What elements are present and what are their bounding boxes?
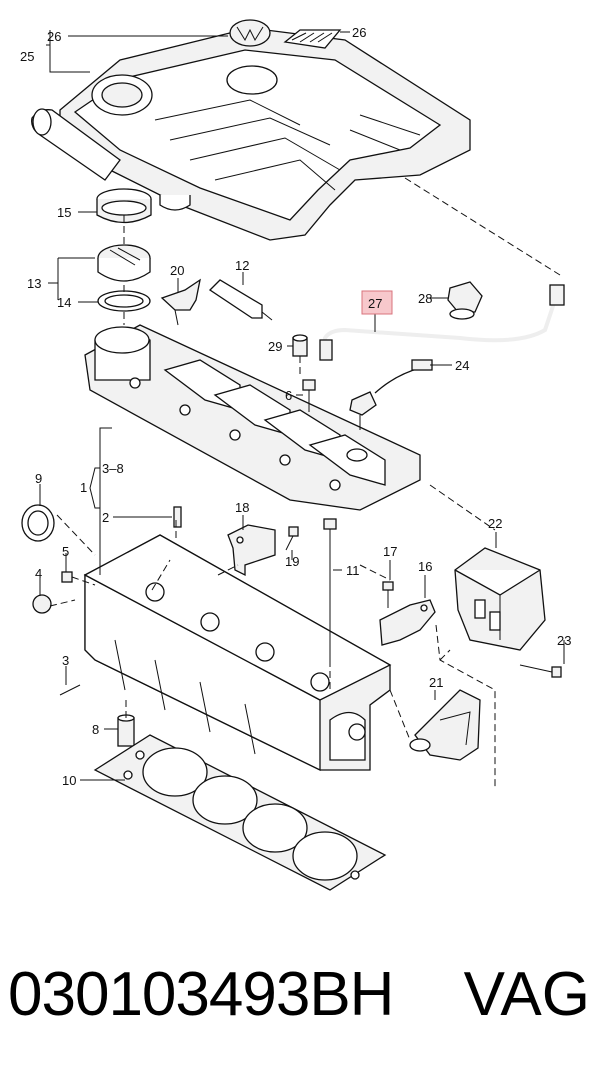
callout-21: 21 [429,675,443,690]
callout-15: 15 [57,205,71,220]
sensor-24 [349,359,433,430]
oil-seal-9 [21,504,55,542]
callout-8: 8 [92,722,99,737]
callout-3: 3 [62,653,69,668]
oil-filler-neck [96,188,152,224]
engine-cover [31,27,471,241]
oil-filler-cap [97,244,151,282]
callout-27-highlight [361,290,393,315]
callout-labels: 25 26 26 15 13 14 20 12 27 28 29 24 6 3–… [20,25,571,788]
bolt-19 [285,526,299,551]
callout-17: 17 [383,544,397,559]
cylinder-head [83,534,392,772]
stud-3 [59,684,81,696]
callout-24: 24 [455,358,469,373]
bracket-16 [379,599,436,646]
bolt-23 [519,664,562,678]
bushing-8 [117,714,135,747]
callout-26-left: 26 [47,29,61,44]
callout-22: 22 [488,516,502,531]
callout-4: 4 [35,566,42,581]
sealant-tube [208,279,273,321]
callout-5: 5 [62,544,69,559]
callout-6: 6 [285,388,292,403]
callout-11: 11 [346,563,360,578]
part-number: 030103493BH [8,960,394,1029]
callout-3-8: 3–8 [102,461,124,476]
bolt-6 [302,379,316,412]
bracket-18 [227,524,276,577]
emblem-round [229,19,271,47]
callout-2: 2 [102,510,109,525]
emblem-lettering [283,29,342,49]
callout-10: 10 [62,773,76,788]
callout-12: 12 [235,258,249,273]
head-gasket [93,734,387,891]
exploded-parts-diagram: 25 26 26 15 13 14 20 12 27 28 29 24 6 3–… [20,19,571,891]
valve-28 [447,281,483,320]
head-bolt-11 [323,518,337,660]
callout-19: 19 [285,554,299,569]
callout-26-right: 26 [352,25,366,40]
callout-25: 25 [20,49,34,64]
bolt-17 [382,581,394,608]
cap-seal [97,290,151,312]
callout-18: 18 [235,500,249,515]
ignition-coil-22 [454,547,546,651]
breather-hose-27 [319,284,565,361]
dowel-pin-2 [173,506,182,528]
sleeve-5 [61,571,73,583]
assembly-lines [49,177,561,790]
plug-4 [32,594,52,614]
bracket-21 [409,689,481,761]
callout-29: 29 [268,339,282,354]
callout-16: 16 [418,559,432,574]
callout-14: 14 [57,295,71,310]
callout-1: 1 [80,480,87,495]
callout-27: 27 [368,296,382,311]
callout-9: 9 [35,471,42,486]
callout-13: 13 [27,276,41,291]
clip-20 [160,278,201,326]
callout-23: 23 [557,633,571,648]
cap-29 [292,334,308,357]
brand-label: VAG [463,960,590,1029]
leader-lines [39,30,565,781]
callout-28: 28 [418,291,432,306]
callout-20: 20 [170,263,184,278]
valve-cover [84,324,421,511]
